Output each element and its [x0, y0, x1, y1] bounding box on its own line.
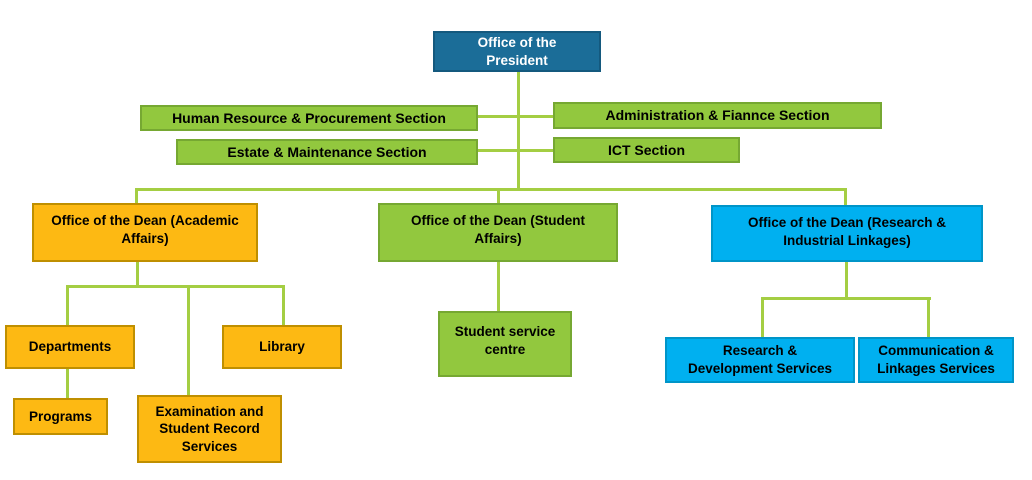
node-ict-section: ICT Section: [553, 137, 740, 163]
connector-row1: [478, 115, 553, 118]
node-dean-research-industrial-linkages: Office of the Dean (Research & Industria…: [711, 205, 983, 262]
connector-drop-rnd: [761, 297, 764, 337]
node-student-service-centre: Student service centre: [438, 311, 572, 377]
connector-row2: [478, 149, 553, 152]
node-human-resource-section: Human Resource & Procurement Section: [140, 105, 478, 131]
node-programs: Programs: [13, 398, 108, 435]
connector-drop-departments: [66, 285, 69, 325]
connector-departments-programs: [66, 369, 69, 398]
connector-drop-research: [844, 188, 847, 205]
connector-drop-communication: [927, 297, 930, 337]
node-estate-maintenance-section: Estate & Maintenance Section: [176, 139, 478, 165]
connector-student-down: [497, 262, 500, 311]
connector-drop-library: [282, 285, 285, 325]
node-president: Office of the President: [433, 31, 601, 72]
node-library: Library: [222, 325, 342, 369]
node-research-development-services: Research & Development Services: [665, 337, 855, 383]
node-administration-finance-section: Administration & Fiannce Section: [553, 102, 882, 129]
node-dean-student-affairs: Office of the Dean (Student Affairs): [378, 203, 618, 262]
node-examination-student-records: Examination and Student Record Services: [137, 395, 282, 463]
node-communication-linkages-services: Communication & Linkages Services: [858, 337, 1014, 383]
connector-drop-student: [497, 188, 500, 203]
connector-research-bar: [761, 297, 931, 300]
connector-academic-down: [136, 262, 139, 288]
connector-president-spine: [517, 72, 520, 190]
connector-research-down: [845, 262, 848, 300]
connector-drop-examination: [187, 285, 190, 395]
node-dean-academic-affairs: Office of the Dean (Academic Affairs): [32, 203, 258, 262]
node-departments: Departments: [5, 325, 135, 369]
connector-academic-bar: [66, 285, 285, 288]
connector-drop-academic: [135, 188, 138, 203]
connector-main-bar: [135, 188, 847, 191]
